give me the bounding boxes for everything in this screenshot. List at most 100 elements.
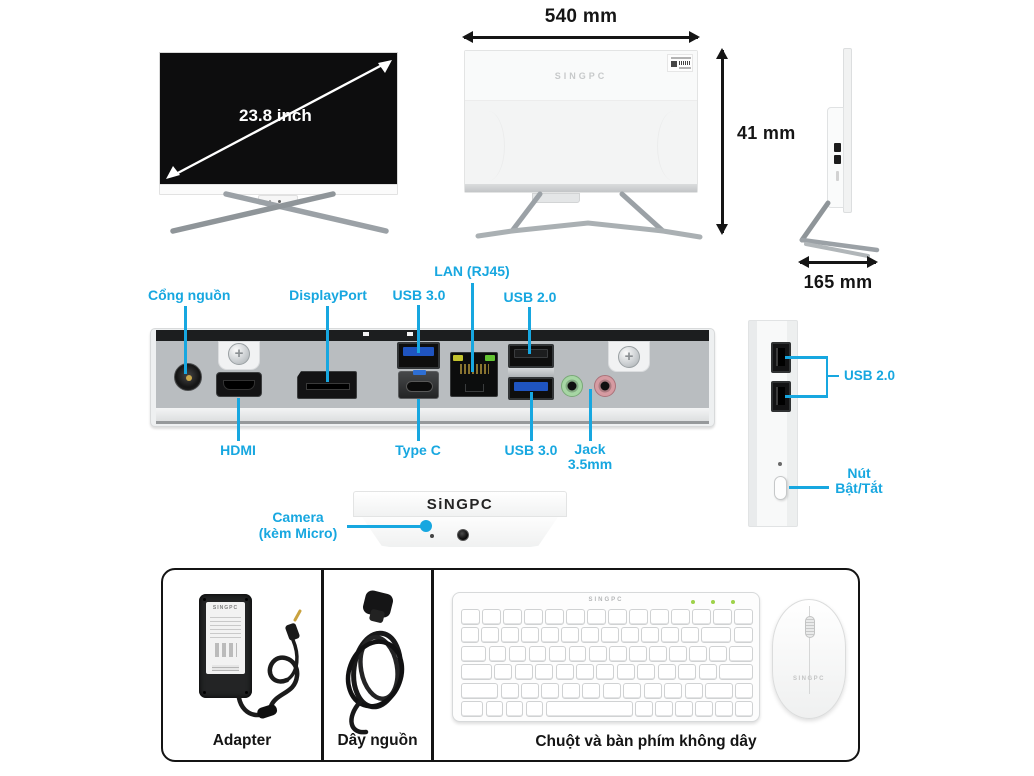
- front-view: 23.8 inch SINGPC: [0, 0, 440, 260]
- keyboard-key: [701, 627, 732, 644]
- audio-out-jack: [561, 375, 583, 397]
- rear-width-label: 540 mm: [544, 6, 618, 27]
- usb2-port: [508, 344, 554, 368]
- keyboard-key: [581, 627, 599, 644]
- leader-hdmi: [237, 398, 240, 441]
- keyboard-key: [649, 645, 667, 662]
- label-power-cord: Dây nguồn: [337, 732, 418, 749]
- mic-in-jack: [594, 375, 616, 397]
- mouse-brand-logo: SINGPC: [792, 676, 825, 682]
- side-height-arrow-icon: [716, 48, 728, 235]
- keyboard-key: [637, 664, 656, 681]
- keyboard-key: [684, 682, 703, 699]
- label-displayport: DisplayPort: [289, 287, 367, 303]
- rear-view: 540 mm SINGPC: [440, 0, 740, 260]
- keyboard-key: [705, 682, 733, 699]
- label-typec: Type C: [395, 442, 441, 458]
- keyboard-key: [602, 682, 621, 699]
- camera-lens-icon: [457, 529, 469, 541]
- keyboard-key: [657, 664, 676, 681]
- keyboard-key: [525, 701, 544, 718]
- keyboard-key: [545, 701, 633, 718]
- keyboard-key: [643, 682, 662, 699]
- adapter-brand-logo: SINGPC: [212, 605, 239, 611]
- adapter-cable: [236, 609, 302, 719]
- keyboard-key: [461, 682, 499, 699]
- keyboard-led: [731, 600, 735, 604]
- label-kb-mouse: Chuột và bàn phím không dây: [535, 733, 757, 750]
- keyboard-key: [671, 609, 690, 625]
- keyboard-key: [582, 682, 601, 699]
- screw-icon: +: [228, 343, 250, 365]
- keyboard-key: [735, 701, 753, 718]
- keyboard-key: [661, 627, 679, 644]
- leader-usb2-top: [528, 307, 531, 354]
- bracket-line: [785, 356, 828, 359]
- keyboard-key: [566, 609, 585, 625]
- camera-bar: SiNGPC: [353, 491, 567, 517]
- keyboard-key: [481, 627, 499, 644]
- power-button: [774, 476, 787, 500]
- label-adapter: Adapter: [212, 732, 272, 749]
- keyboard-key: [521, 682, 539, 699]
- keyboard-key: [587, 609, 606, 625]
- keyboard-key: [635, 701, 653, 718]
- keyboard-led: [691, 600, 695, 604]
- side-view: 165 mm: [780, 0, 1034, 300]
- keyboard-key: [548, 645, 567, 662]
- hdmi-port: [216, 372, 262, 397]
- keyboard-key: [568, 645, 587, 662]
- keyboard-key: [482, 609, 501, 625]
- usb3-port-bottom: [508, 377, 554, 400]
- keyboard-key: [698, 664, 717, 681]
- keyboard-key: [461, 609, 480, 625]
- adapter-graphic: SINGPC: [161, 568, 321, 762]
- keyboard-key: [719, 664, 754, 681]
- keyboard-led: [711, 600, 715, 604]
- usbc-port: [398, 370, 439, 399]
- keyboard-key: [461, 701, 484, 718]
- mouse-wheel-icon: [805, 616, 815, 638]
- adapter-label: SINGPC: [206, 602, 245, 674]
- leader-camera-dot: [420, 520, 432, 532]
- leader-camera: [347, 525, 422, 528]
- label-usb3-top: USB 3.0: [392, 287, 446, 303]
- lan-led-yellow: [453, 355, 463, 361]
- keyboard-key: [505, 701, 524, 718]
- panel-top-strip: [156, 330, 709, 341]
- leader-jack: [589, 389, 592, 441]
- power-cord-graphic: [345, 590, 405, 735]
- front-stand: [170, 191, 389, 234]
- usb-stack-divider: [508, 368, 554, 377]
- keyboard-key: [555, 664, 574, 681]
- label-power: Cổng nguồn: [148, 287, 231, 303]
- side-usb-slit: [834, 143, 841, 152]
- leader-power: [184, 306, 187, 374]
- power-jack-port: [174, 363, 202, 391]
- side-stand: [799, 200, 880, 258]
- keyboard-key: [681, 627, 699, 644]
- keyboard-key: [713, 609, 732, 625]
- box-divider: [321, 570, 324, 760]
- keyboard-graphic: SINGPC: [452, 592, 760, 722]
- keyboard-key: [461, 627, 479, 644]
- keyboard-key: [655, 701, 673, 718]
- keyboard-key: [729, 645, 753, 662]
- keyboard-key: [621, 627, 639, 644]
- rear-width-arrow-icon: [462, 31, 700, 43]
- keyboard-key: [494, 664, 513, 681]
- keyboard-key: [576, 664, 594, 681]
- label-jack: Jack 3.5mm: [567, 441, 613, 472]
- keyboard-key: [695, 701, 713, 718]
- label-camera: Camera (kèm Micro): [258, 509, 338, 541]
- rj45-port: [450, 352, 498, 397]
- camera-brand-logo: SiNGPC: [426, 496, 494, 513]
- keyboard-key: [535, 664, 554, 681]
- keyboard-key: [689, 645, 707, 662]
- diagonal-arrow-icon: [166, 60, 392, 179]
- keyboard-key: [629, 645, 647, 662]
- keyboard-key: [734, 609, 753, 625]
- rear-stand-mount: [532, 193, 580, 203]
- label-usb3-bottom: USB 3.0: [504, 442, 558, 458]
- keyboard-key: [678, 664, 697, 681]
